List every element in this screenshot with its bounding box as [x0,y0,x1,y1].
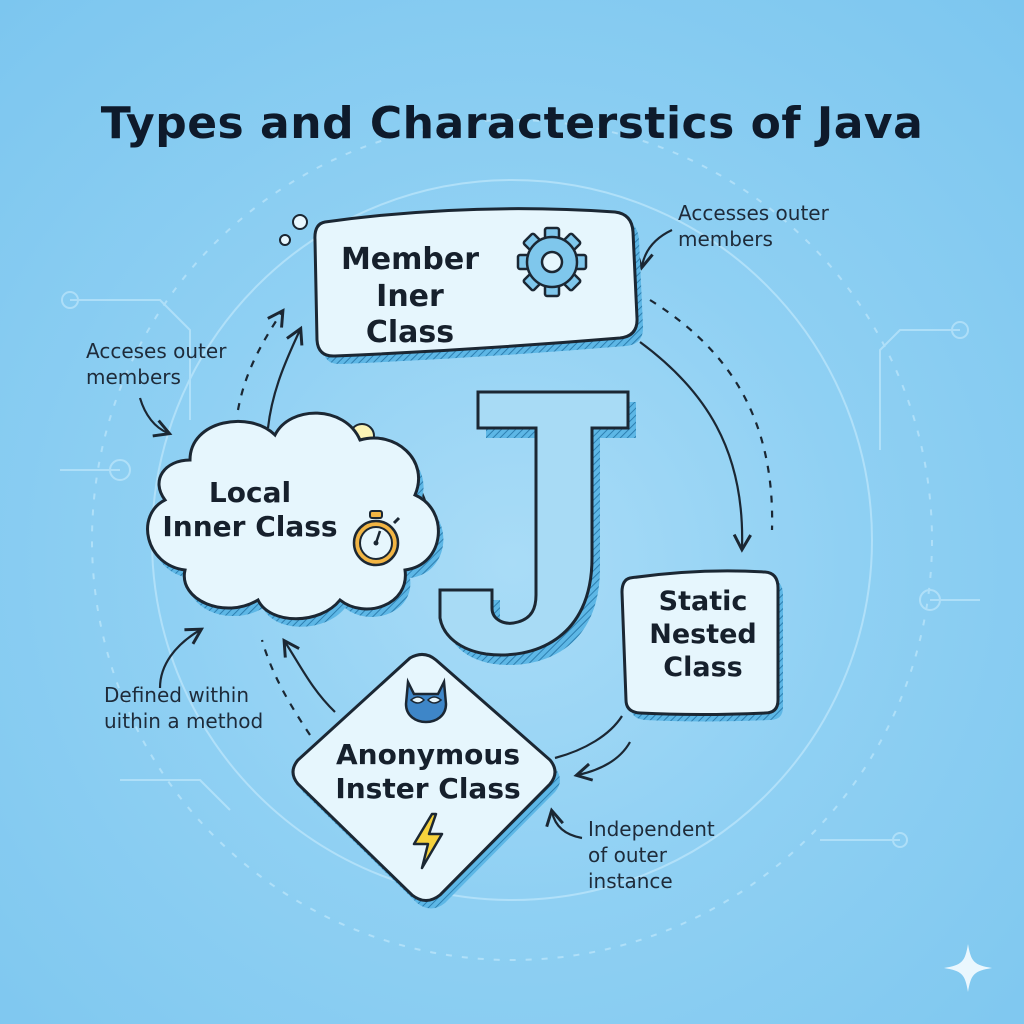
static-nested-class-label: Static Nested Class [630,586,776,685]
anonymous-label-line2: Inster Class [335,772,521,806]
local-inner-class-node [146,411,444,627]
static-label-line2: Nested [649,618,757,650]
pointer-top-right [634,229,673,271]
local-label-line1: Local [208,476,292,509]
anonymous-label-line1: Anonymous [335,738,521,771]
mask-icon [404,677,448,724]
arrow-anonymous-to-local-dashed [260,639,311,736]
pointer-bottom-right [545,807,583,840]
bubble-small [279,234,291,246]
bubble-medium [292,214,308,230]
annotation-bottom-left: Defined within uithin a method [104,682,263,734]
local-label-line2: Inner Class [162,510,338,544]
lightning-icon [412,812,444,870]
arrow-static-to-anonymous-2 [573,741,631,782]
gear-icon [516,226,588,298]
background-circuit [60,119,980,961]
anonymous-inner-class-node [291,653,560,909]
member-label-line1: Member [340,242,480,277]
member-inner-class-label: Member Iner Class [330,242,490,352]
arrow-anonymous-to-local [282,638,336,713]
annotation-bottom-left-line2: uithin a method [104,709,264,733]
annotation-top-right-line2: members [678,227,773,251]
pointer-left [138,397,173,438]
static-nested-class-node [620,569,783,722]
pointer-bottom-left [158,627,205,689]
arrow-member-to-static [639,341,752,553]
annotation-bottom-right-line1: Independent [588,817,715,841]
arrow-local-to-member [266,325,304,429]
annotation-left-line1: Acceses outer [86,339,227,363]
member-label-line2: Iner Class [365,278,455,351]
arrow-static-to-anonymous [554,715,623,760]
stopwatch-icon [352,510,401,567]
annotation-bottom-right: Independent of outer instance [588,816,715,894]
local-inner-class-label: Local Inner Class [160,476,340,544]
sparkle-icon [944,944,992,992]
page-title: Types and Characterstics of Java [100,98,924,149]
annotation-bottom-right-line2: of outer [588,843,667,867]
anonymous-inner-class-label: Anonymous Inster Class [318,738,538,806]
arrow-local-to-member-dashed [236,308,285,411]
flow-arrows [138,229,774,840]
annotation-bottom-left-line1: Defined within [104,683,249,707]
annotation-top-right: Accesses outer members [678,200,829,252]
annotation-bottom-right-line3: instance [588,869,673,893]
annotation-left-line2: members [86,365,181,389]
static-label-line1: Static [658,586,748,617]
arrow-member-to-static-dashed [649,299,774,531]
static-label-line3: Class [663,651,743,683]
java-j-letter [438,390,636,665]
annotation-left: Acceses outer members [86,338,226,390]
annotation-top-right-line1: Accesses outer [678,201,829,225]
